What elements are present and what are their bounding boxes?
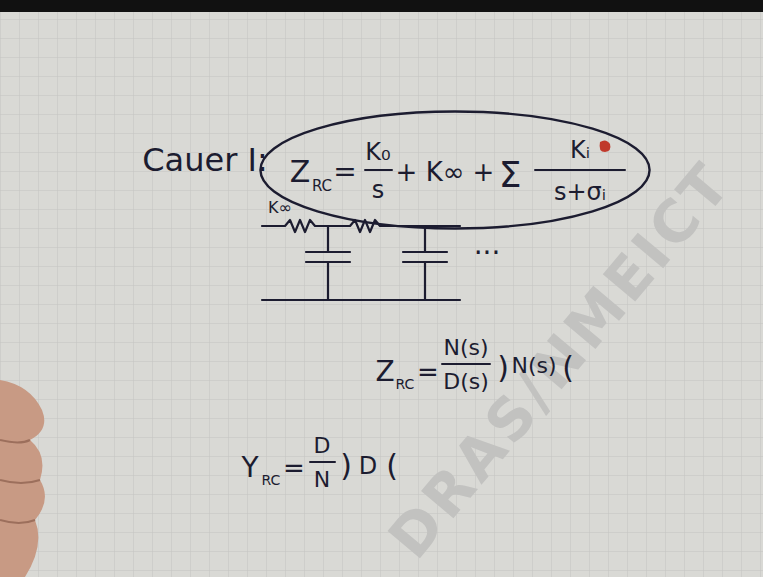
numerator: Kᵢ xyxy=(570,138,590,162)
z-symbol: Z xyxy=(375,358,394,386)
denominator: D(s) xyxy=(443,371,489,393)
sum-sign: Σ xyxy=(499,157,522,193)
subscript: RC xyxy=(312,179,332,194)
term: + K∞ + xyxy=(396,159,495,185)
hand xyxy=(0,380,45,577)
bracket: ) xyxy=(340,451,352,481)
numerator: K₀ xyxy=(365,140,390,164)
subscript: RC xyxy=(396,377,415,391)
subscript: RC xyxy=(262,473,281,487)
heading: Cauer I: xyxy=(142,144,267,176)
denominator: s xyxy=(372,178,385,202)
equals-sign: = xyxy=(417,359,439,385)
rc-ladder xyxy=(262,220,460,300)
equals-sign: = xyxy=(283,455,305,481)
circled-formula: ZRC= K₀ s + K∞ +Σ Kᵢ s+σᵢ xyxy=(260,110,650,230)
bracket: ( xyxy=(562,353,574,383)
red-mark xyxy=(600,140,611,152)
bracket: ( xyxy=(386,451,398,481)
dividend: N(s) xyxy=(511,355,556,377)
numerator: N(s) xyxy=(443,337,488,359)
resistor-label: K∞ xyxy=(268,200,292,216)
z-symbol: Z xyxy=(290,157,311,187)
ellipsis: ... xyxy=(474,231,501,259)
denominator: N xyxy=(314,469,330,491)
y-symbol: Y xyxy=(241,454,258,482)
denominator: s+σᵢ xyxy=(554,180,606,204)
dividend: D xyxy=(359,454,377,478)
bracket: ) xyxy=(497,353,509,383)
numerator: D xyxy=(314,435,331,457)
equals-sign: = xyxy=(333,158,356,186)
frame-band xyxy=(0,0,763,12)
